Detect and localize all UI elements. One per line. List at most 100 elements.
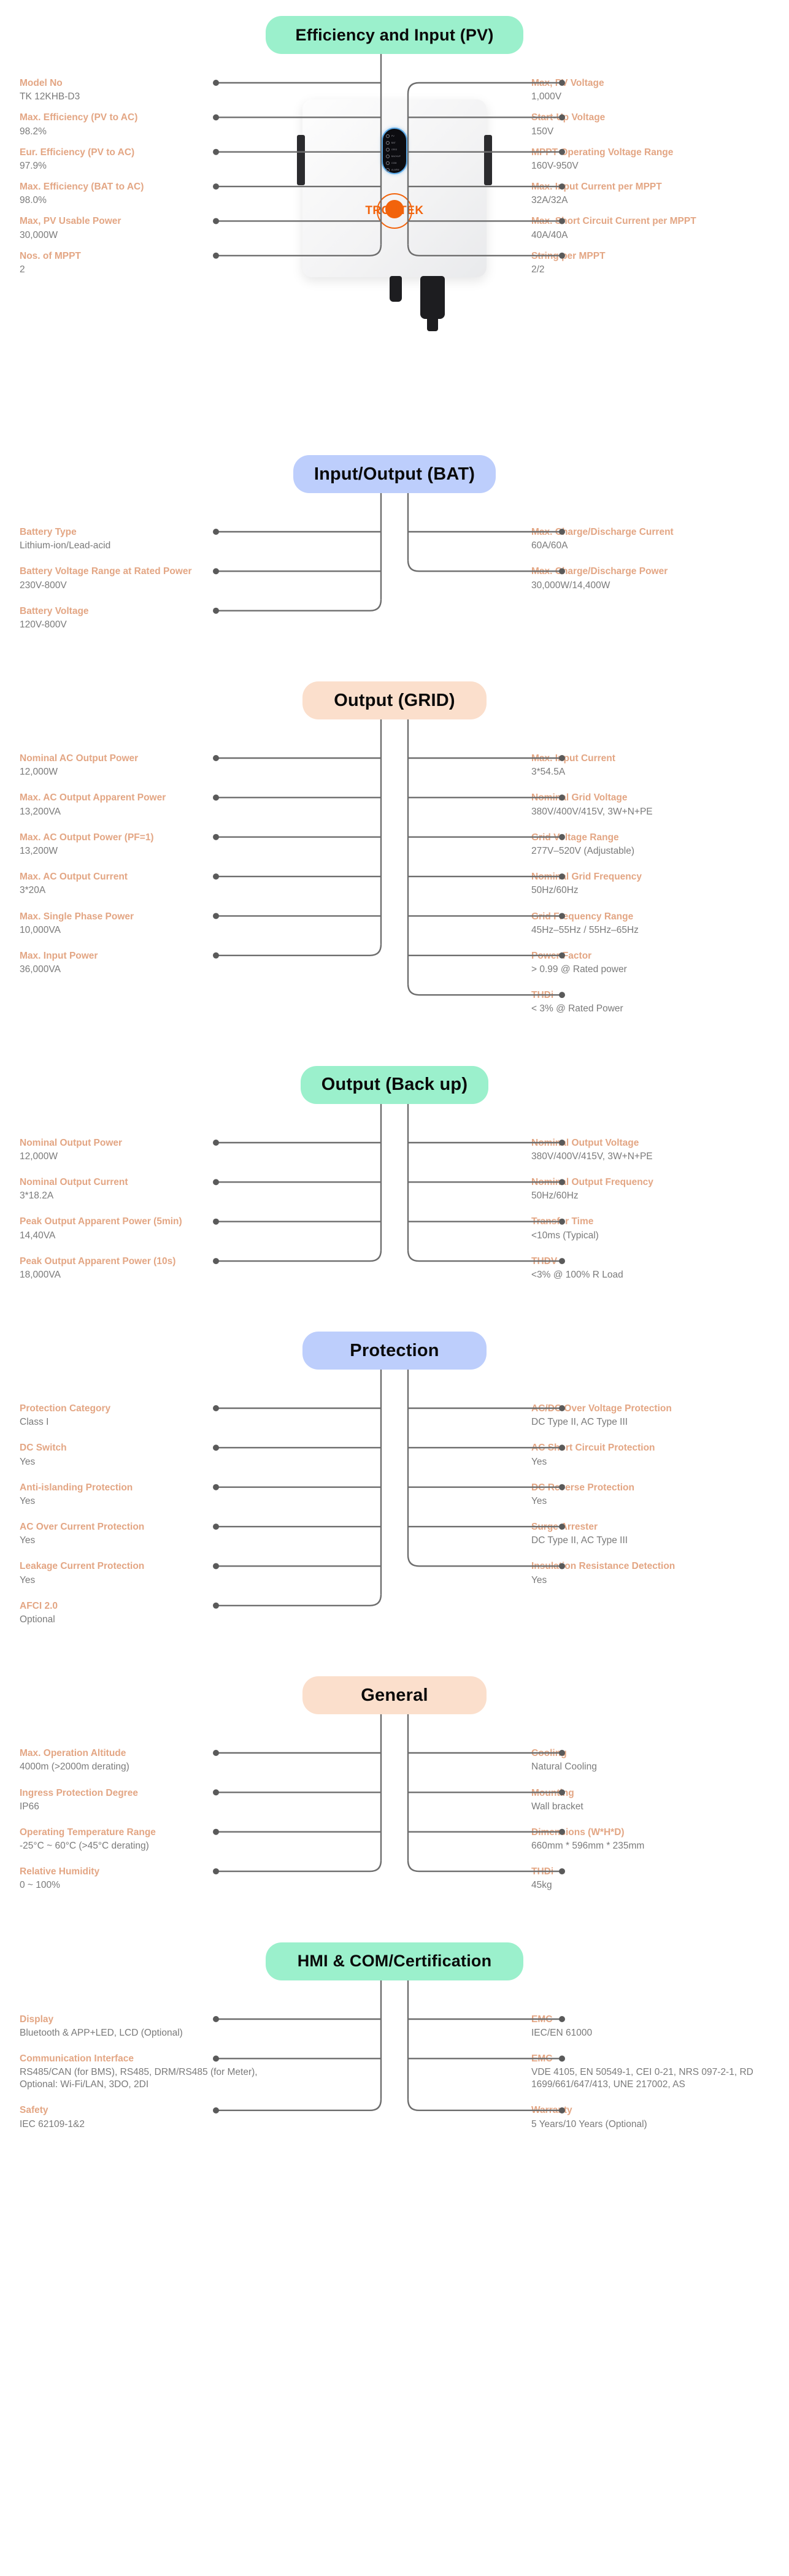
spec-label[interactable]: Nominal Grid Voltage [531, 792, 628, 803]
spec-item[interactable]: THDV<3% @ 100% R Load [531, 1255, 789, 1281]
spec-value[interactable]: 380V/400V/415V, 3W+N+PE [531, 1151, 653, 1162]
spec-label[interactable]: Display [20, 2014, 54, 2025]
spec-label[interactable]: Grid Frequency Range [531, 911, 634, 922]
led-bat-icon[interactable] [386, 140, 390, 145]
spec-value[interactable]: Yes [531, 1574, 547, 1585]
spec-value[interactable]: 4000m (>2000m derating) [20, 1761, 129, 1773]
spec-label[interactable]: Nominal Output Current [20, 1176, 128, 1187]
spec-value[interactable]: 50Hz/60Hz [531, 885, 579, 896]
spec-label[interactable]: Max. Short Circuit Current per MPPT [531, 216, 696, 227]
spec-value[interactable]: 60A/60A [531, 540, 568, 551]
section-title-general[interactable]: General [302, 1676, 487, 1715]
led-com-icon[interactable] [386, 161, 390, 165]
led-grid-icon[interactable] [386, 147, 390, 151]
spec-value[interactable]: DC Type II, AC Type III [531, 1417, 628, 1428]
spec-label[interactable]: Max. Efficiency (BAT to AC) [20, 182, 144, 193]
spec-label[interactable]: Max, PV Voltage [531, 78, 604, 88]
led-row-backup[interactable]: BACKUP [383, 153, 406, 159]
section-header-wrap[interactable]: Input/Output (BAT) [0, 455, 789, 493]
spec-value[interactable]: Lithium-ion/Lead-acid [20, 540, 111, 551]
spec-item[interactable]: Power Factor> 0.99 @ Rated power [531, 950, 789, 976]
spec-value[interactable]: 277V–520V (Adjustable) [531, 846, 635, 857]
spec-label[interactable]: EMC [531, 2053, 553, 2064]
spec-label[interactable]: Nominal Output Frequency [531, 1176, 653, 1187]
spec-label[interactable]: Relative Humidity [20, 1866, 100, 1877]
spec-label[interactable]: Max. Charge/Discharge Power [531, 566, 668, 577]
spec-value[interactable]: 160V-950V [531, 160, 579, 171]
spec-label[interactable]: Mounting [531, 1787, 574, 1798]
spec-column-left[interactable]: Nominal AC Output Power 12,000W Max. AC Ou… [0, 748, 264, 989]
spec-label[interactable]: THDi [531, 990, 554, 1001]
spec-label[interactable]: MPPT Operating Voltage Range [531, 147, 674, 158]
spec-value[interactable]: 3*20A [20, 885, 46, 896]
spec-label[interactable]: Max. AC Output Apparent Power [20, 792, 166, 803]
spec-value[interactable]: Natural Cooling [531, 1761, 597, 1773]
spec-label[interactable]: AFCI 2.0 [20, 1600, 58, 1611]
led-label[interactable]: ALARM [391, 168, 399, 171]
spec-label[interactable]: Start-Up Voltage [531, 112, 606, 123]
spec-label[interactable]: Surge Arrester [531, 1522, 598, 1533]
spec-value[interactable]: 2 [20, 264, 25, 275]
spec-item[interactable]: Max. Efficiency (BAT to AC)98.0% [20, 181, 264, 207]
spec-item[interactable]: Max. AC Output Power (PF=1)13,200W [20, 832, 264, 857]
section-header-wrap[interactable]: General [0, 1676, 789, 1715]
spec-item[interactable]: Eur. Efficiency (PV to AC) 97.9% [20, 147, 264, 172]
spec-label[interactable]: Transfer Time [531, 1216, 594, 1227]
spec-value[interactable]: 32A/32A [531, 195, 568, 206]
spec-label[interactable]: Nominal AC Output Power [20, 753, 139, 764]
spec-value[interactable]: 10,000VA [20, 924, 61, 935]
spec-item[interactable]: Transfer Time<10ms (Typical) [531, 1216, 789, 1241]
spec-label[interactable]: Insulation Resistance Detection [531, 1561, 675, 1572]
spec-label[interactable]: Eur. Efficiency (PV to AC) [20, 147, 135, 158]
spec-label[interactable]: Ingress Protection Degree [20, 1787, 138, 1798]
spec-item[interactable]: Grid Voltage Range 277V–520V (Adjustable) [531, 832, 789, 857]
dc-connector[interactable] [390, 276, 402, 302]
led-row-com[interactable]: COM [383, 159, 406, 166]
spec-label[interactable]: Grid Voltage Range [531, 832, 619, 843]
spec-value[interactable]: 97.9% [20, 160, 47, 171]
spec-value[interactable]: 660mm * 596mm * 235mm [531, 1841, 645, 1852]
brand-logo[interactable]: TRONTEK [358, 193, 431, 229]
spec-label[interactable]: Peak Output Apparent Power (5min) [20, 1216, 182, 1227]
spec-value[interactable]: IP66 [20, 1801, 39, 1812]
spec-label[interactable]: DC Switch [20, 1443, 67, 1454]
spec-value[interactable]: 12,000W [20, 767, 58, 778]
spec-value[interactable]: 18,000VA [20, 1269, 61, 1280]
spec-label[interactable]: Safety [20, 2105, 48, 2116]
ac-connector[interactable] [420, 276, 445, 319]
spec-value[interactable]: 98.2% [20, 126, 47, 137]
brand-sun-icon[interactable] [385, 200, 404, 219]
section-header-wrap[interactable]: HMI & COM/Certification [0, 1942, 789, 1980]
led-label[interactable]: GRID [391, 148, 398, 151]
spec-label[interactable]: Model No [20, 78, 63, 88]
spec-value[interactable]: 13,200W [20, 846, 58, 857]
spec-item[interactable]: Operating Temperature Range-25°C ~ 60°C … [20, 1827, 264, 1852]
spec-value[interactable]: 12,000W [20, 1151, 58, 1162]
led-label[interactable]: PV [391, 134, 394, 137]
